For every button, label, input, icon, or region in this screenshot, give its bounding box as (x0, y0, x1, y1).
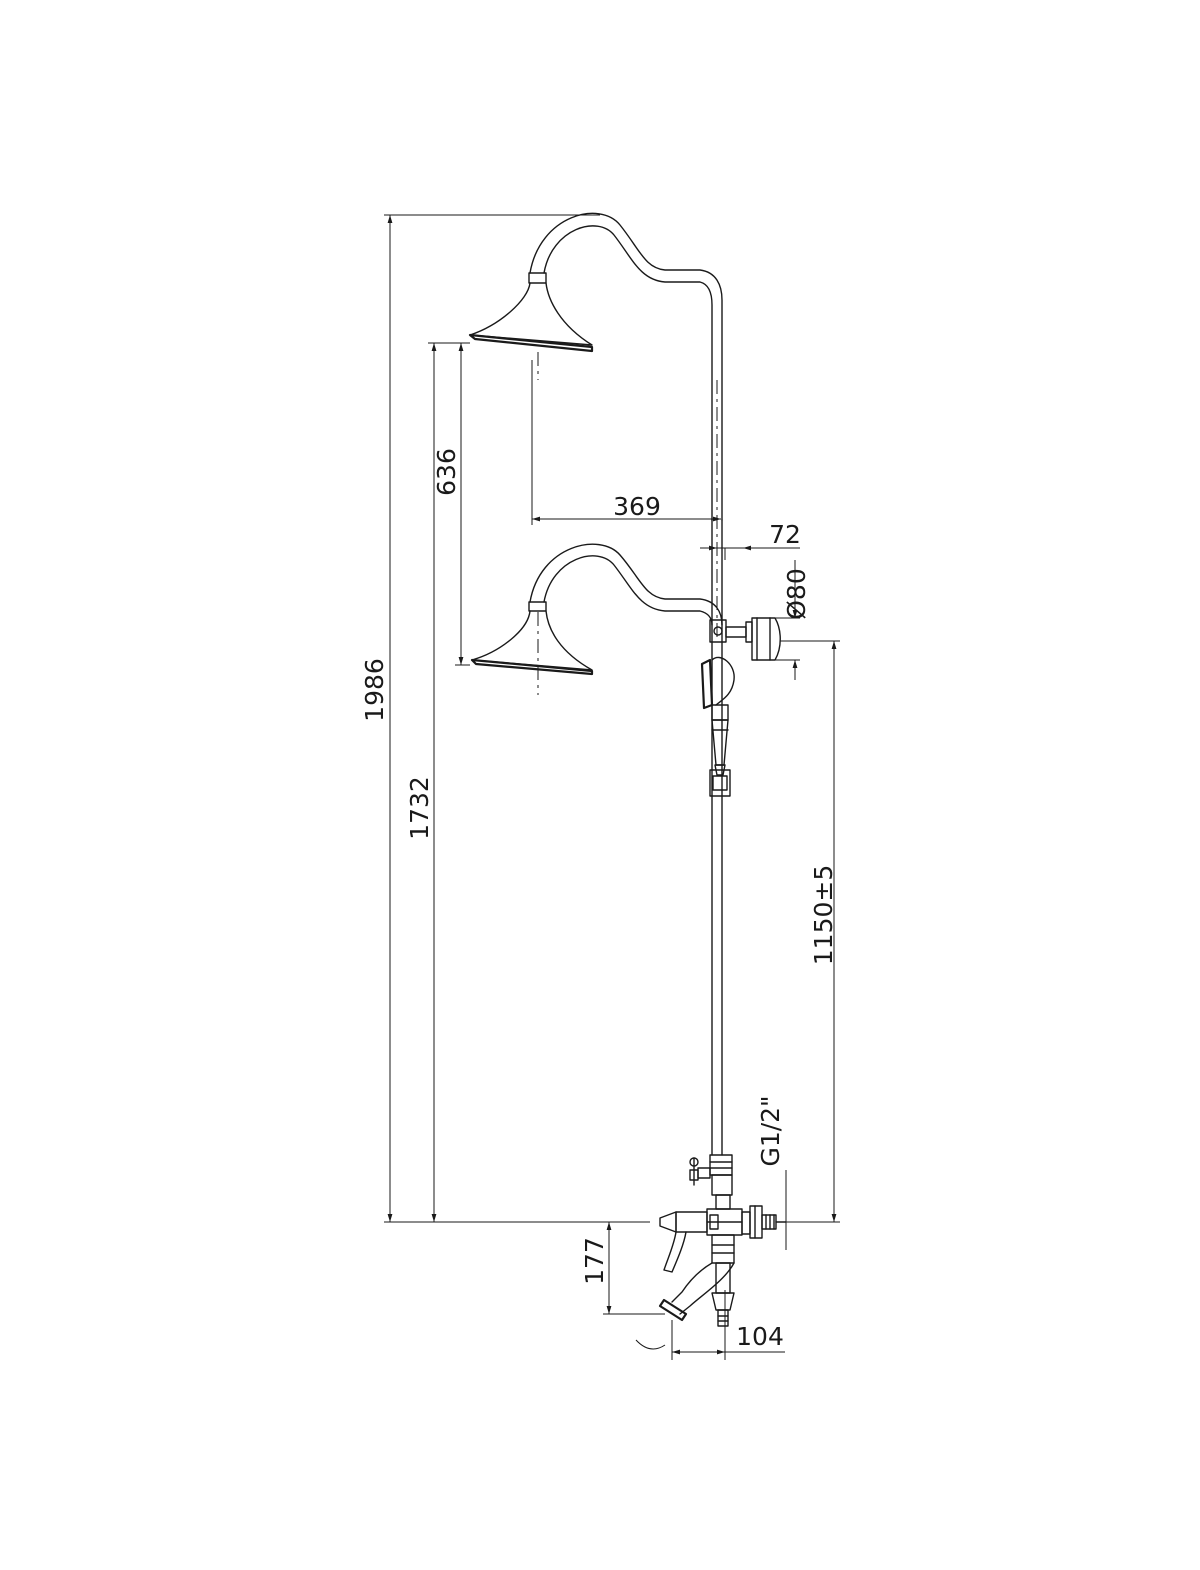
label-head-projection: 369 (613, 492, 661, 521)
dim-thread-leader (785, 1170, 800, 1250)
label-escutcheon-diameter: Ø80 (782, 568, 811, 620)
dim-slide-travel (455, 342, 470, 666)
label-connection-thread: G1/2" (756, 1095, 785, 1166)
riser-pipe (711, 380, 723, 1156)
dim-spout-projection (635, 1290, 785, 1360)
label-head-height: 1732 (405, 776, 434, 840)
label-outlet-height: 1150±5 (809, 865, 838, 965)
label-slide-travel: 636 (432, 448, 461, 496)
label-spout-drop: 177 (580, 1237, 609, 1285)
dimension-labels: 1986 1732 636 369 72 Ø80 1150±5 G1/2" 17… (360, 448, 838, 1351)
dim-overall-height (384, 214, 650, 1223)
dim-wall-offset (700, 545, 800, 560)
dim-head-projection (531, 360, 721, 525)
diverter (689, 1154, 733, 1210)
label-wall-offset: 72 (769, 520, 801, 549)
dimension-lines (384, 214, 840, 1360)
hand-shower (700, 656, 735, 797)
label-spout-projection: 104 (736, 1322, 784, 1351)
dim-spout-drop (603, 1221, 665, 1315)
fixed-shower-head (468, 212, 723, 521)
lowered-shower-head (470, 543, 723, 695)
label-overall-height: 1986 (360, 658, 389, 722)
wall-bracket (709, 617, 781, 661)
bath-mixer (659, 1205, 787, 1273)
spout (658, 1262, 735, 1327)
